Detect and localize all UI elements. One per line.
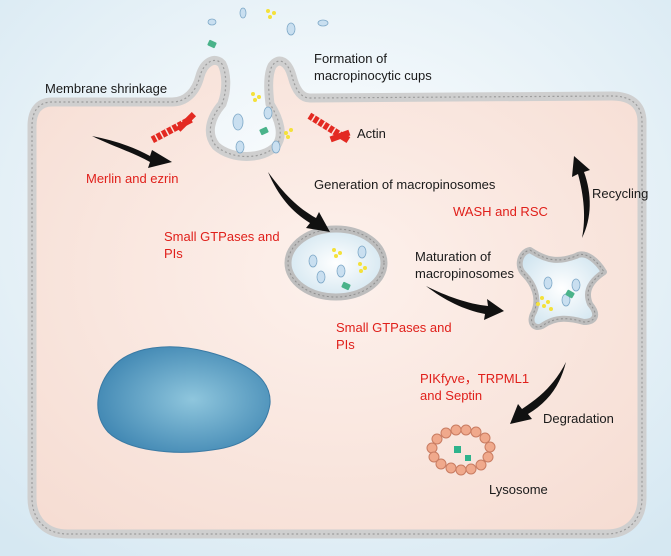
- label-pikfyve-line2: and Septin: [420, 388, 482, 403]
- arrow-degradation: [510, 362, 566, 424]
- label-small-gtpases-2-line2: PIs: [336, 337, 355, 352]
- label-wash-rsc: WASH and RSC: [453, 204, 548, 219]
- macropinosome-icon: [284, 225, 388, 301]
- label-maturation-line1: Maturation of: [415, 249, 491, 264]
- label-actin: Actin: [357, 126, 386, 141]
- labels: Membrane shrinkage Formation of macropin…: [45, 51, 648, 497]
- label-generation: Generation of macropinosomes: [314, 177, 496, 192]
- label-recycling: Recycling: [592, 186, 648, 201]
- label-degradation: Degradation: [543, 411, 614, 426]
- arrow-recycling: [572, 156, 590, 238]
- actin-filament-icon: [150, 111, 351, 144]
- nucleus-icon: [97, 346, 271, 453]
- label-lysosome: Lysosome: [489, 482, 548, 497]
- label-small-gtpases-1-line2: PIs: [164, 246, 183, 261]
- label-merlin-ezrin: Merlin and ezrin: [86, 171, 179, 186]
- label-cups-line1: Formation of: [314, 51, 387, 66]
- arrow-membrane-shrinkage: [92, 136, 172, 168]
- membrane-bilayer-outer: [31, 59, 643, 535]
- label-small-gtpases-2-line1: Small GTPases and: [336, 320, 452, 335]
- extracellular-particles: [207, 7, 329, 49]
- arrow-maturation: [426, 286, 504, 320]
- label-membrane-shrinkage: Membrane shrinkage: [45, 81, 167, 96]
- mature-macropinosome-icon: [516, 247, 607, 330]
- label-small-gtpases-1-line1: Small GTPases and: [164, 229, 280, 244]
- label-cups-line2: macropinocytic cups: [314, 68, 432, 83]
- label-pikfyve-line1: PIKfyve，TRPML1: [420, 371, 529, 386]
- curved-arrow-icon: [92, 136, 590, 424]
- cup-contents: [232, 92, 293, 154]
- label-maturation-line2: macropinosomes: [415, 266, 514, 281]
- lysosome-icon: [426, 424, 496, 476]
- arrow-generation: [268, 172, 330, 232]
